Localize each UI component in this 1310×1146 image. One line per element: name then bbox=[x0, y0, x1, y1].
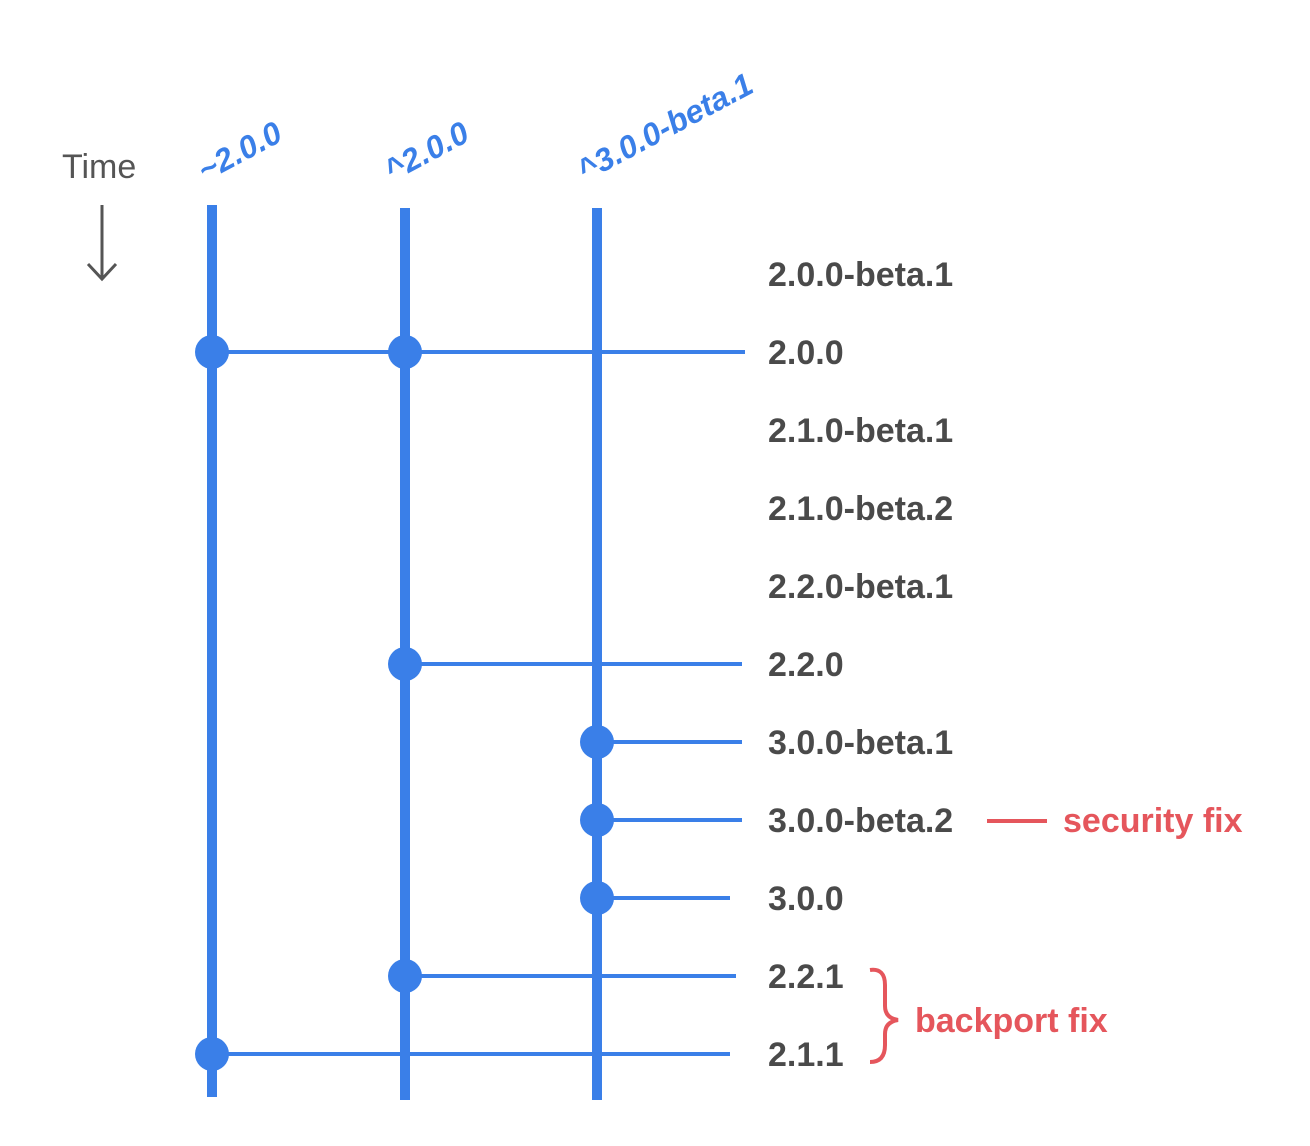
security-fix-label: security fix bbox=[1063, 802, 1243, 840]
version-label: 2.1.0-beta.2 bbox=[768, 490, 953, 528]
rungs bbox=[212, 350, 745, 1056]
version-label: 2.2.0-beta.1 bbox=[768, 568, 953, 606]
match-dots bbox=[195, 335, 614, 1071]
time-arrow-icon bbox=[86, 205, 118, 282]
version-label: 2.1.1 bbox=[768, 1036, 844, 1074]
backport-brace bbox=[869, 967, 899, 1064]
match-dot bbox=[580, 725, 614, 759]
match-dot bbox=[195, 1037, 229, 1071]
match-dot bbox=[195, 335, 229, 369]
match-dot bbox=[388, 959, 422, 993]
range-label-caret-2: ^2.0.0 bbox=[378, 114, 474, 188]
match-dot bbox=[388, 647, 422, 681]
time-label: Time bbox=[62, 148, 136, 186]
version-label: 2.0.0 bbox=[768, 334, 844, 372]
match-dot bbox=[580, 881, 614, 915]
match-dot bbox=[388, 335, 422, 369]
version-label: 3.0.0-beta.2 bbox=[768, 802, 953, 840]
version-label: 3.0.0-beta.1 bbox=[768, 724, 953, 762]
version-label: 2.2.1 bbox=[768, 958, 844, 996]
version-label: 2.2.0 bbox=[768, 646, 844, 684]
version-labels: 2.0.0-beta.1 2.0.0 2.1.0-beta.1 2.1.0-beta.… bbox=[768, 256, 953, 1074]
version-label: 2.1.0-beta.1 bbox=[768, 412, 953, 450]
match-dot bbox=[580, 803, 614, 837]
version-label: 3.0.0 bbox=[768, 880, 844, 918]
backport-fix-label: backport fix bbox=[915, 1002, 1108, 1040]
range-label-caret-3-beta: ^3.0.0-beta.1 bbox=[571, 66, 758, 188]
range-label-tilde-2: ~2.0.0 bbox=[191, 114, 287, 188]
version-label: 2.0.0-beta.1 bbox=[768, 256, 953, 294]
